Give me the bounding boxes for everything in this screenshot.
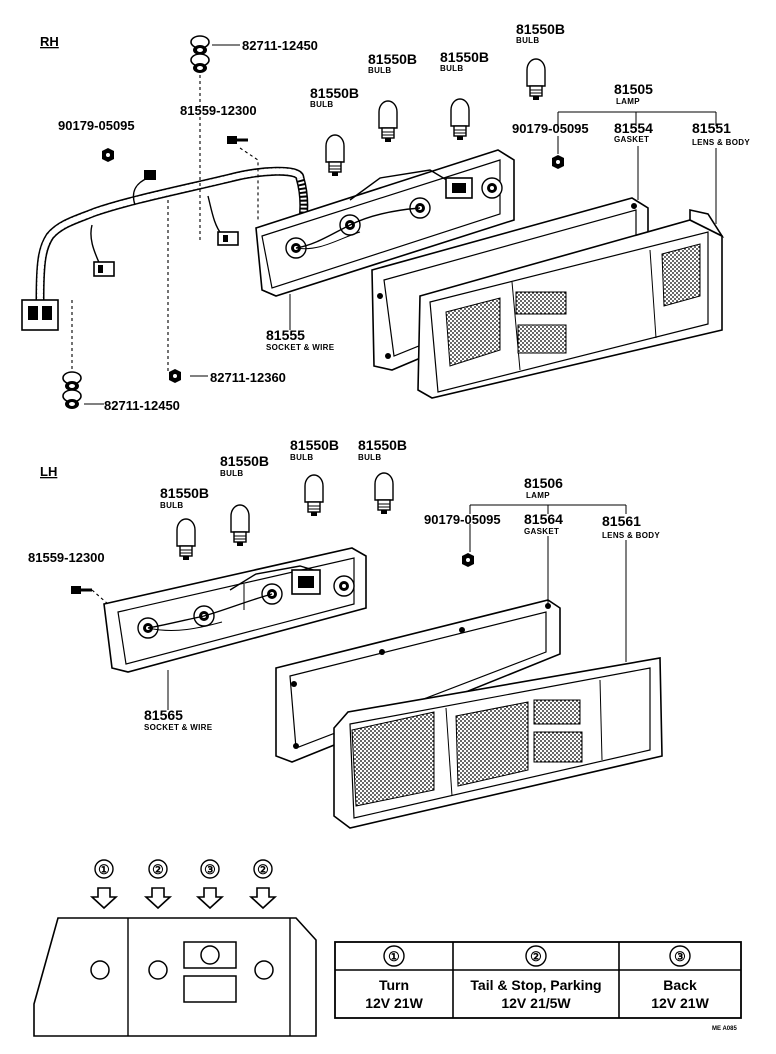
label-bulb-2: 81550B BULB	[368, 51, 417, 75]
svg-text:②: ②	[257, 862, 269, 877]
section-label-rh: RH	[40, 34, 59, 49]
svg-text:SOCKET & WIRE: SOCKET & WIRE	[266, 343, 335, 352]
svg-text:90179-05095: 90179-05095	[512, 121, 589, 136]
svg-text:LAMP: LAMP	[616, 97, 640, 106]
label-82711-12360: 82711-12360	[210, 370, 286, 385]
svg-text:90179-05095: 90179-05095	[424, 512, 501, 527]
svg-text:82711-12360: 82711-12360	[210, 370, 286, 385]
svg-text:81559-12300: 81559-12300	[180, 103, 257, 118]
label-bulb-4: 81550B BULB	[516, 21, 565, 45]
svg-text:12V 21W: 12V 21W	[651, 995, 709, 1011]
svg-text:90179-05095: 90179-05095	[58, 118, 135, 133]
label-bulb-1: 81550B BULB	[310, 85, 359, 109]
svg-text:81550B: 81550B	[160, 485, 209, 501]
label-81554: 81554 GASKET	[614, 120, 653, 144]
svg-text:81550B: 81550B	[310, 85, 359, 101]
legend-marker-3: ③	[197, 859, 223, 909]
table-col-back: ③ Back 12V 21W	[651, 945, 710, 1011]
table-col-turn: ① Turn 12V 21W	[365, 945, 424, 1011]
label-81564: 81564 GASKET	[524, 511, 563, 536]
svg-text:81550B: 81550B	[358, 437, 407, 453]
section-label-lh: LH	[40, 464, 57, 479]
label-90179-05095-rh: 90179-05095	[512, 121, 589, 136]
svg-text:②: ②	[152, 862, 164, 877]
label-lh-bulb-4: 81550B BULB	[358, 437, 407, 462]
svg-text:LENS & BODY: LENS & BODY	[602, 531, 660, 540]
label-90179-05095-lh: 90179-05095	[424, 512, 501, 527]
svg-text:LENS & BODY: LENS & BODY	[692, 138, 750, 147]
svg-text:①: ①	[388, 949, 400, 964]
label-81506: 81506 LAMP	[524, 475, 563, 500]
svg-text:GASKET: GASKET	[614, 135, 649, 144]
svg-text:81554: 81554	[614, 120, 653, 136]
svg-text:BULB: BULB	[358, 453, 381, 462]
label-81559-12300-lh: 81559-12300	[28, 550, 105, 565]
label-81559-12300-rh: 81559-12300	[180, 103, 257, 118]
svg-text:③: ③	[674, 949, 686, 964]
svg-text:BULB: BULB	[160, 501, 183, 510]
label-lh-bulb-3: 81550B BULB	[290, 437, 339, 462]
drawing-code: ME A085	[712, 1026, 737, 1032]
svg-text:81551: 81551	[692, 120, 731, 136]
svg-text:BULB: BULB	[310, 100, 333, 109]
label-lh-bulb-1: 81550B BULB	[160, 485, 209, 510]
svg-text:81550B: 81550B	[220, 453, 269, 469]
svg-text:Back: Back	[663, 977, 697, 993]
svg-text:12V 21W: 12V 21W	[365, 995, 423, 1011]
svg-text:81564: 81564	[524, 511, 563, 527]
label-81551: 81551 LENS & BODY	[692, 120, 750, 147]
svg-text:BULB: BULB	[220, 469, 243, 478]
label-81555: 81555 SOCKET & WIRE	[266, 327, 335, 352]
legend-marker-1: ①	[91, 859, 117, 909]
svg-text:Turn: Turn	[379, 977, 409, 993]
svg-text:SOCKET & WIRE: SOCKET & WIRE	[144, 723, 213, 732]
bulb-spec-table: ① Turn 12V 21W ② Tail & Stop, Parking 12…	[334, 941, 742, 1019]
label-81505: 81505 LAMP	[614, 81, 653, 106]
svg-text:81561: 81561	[602, 513, 641, 529]
table-col-tail-stop: ② Tail & Stop, Parking 12V 21/5W	[470, 945, 602, 1011]
legend-marker-2b: ②	[250, 859, 276, 909]
legend-lamp-front-view: ① ② ③ ②	[33, 859, 317, 1037]
legend-marker-2a: ②	[145, 859, 171, 909]
svg-text:BULB: BULB	[290, 453, 313, 462]
svg-text:12V 21/5W: 12V 21/5W	[501, 995, 571, 1011]
svg-text:③: ③	[204, 862, 216, 877]
lh-assembly	[69, 472, 663, 829]
label-82711-12450-top: 82711-12450	[242, 38, 318, 53]
rh-assembly	[21, 35, 725, 410]
svg-text:81559-12300: 81559-12300	[28, 550, 105, 565]
label-lh-bulb-2: 81550B BULB	[220, 453, 269, 478]
svg-text:81550B: 81550B	[290, 437, 339, 453]
svg-text:81550B: 81550B	[516, 21, 565, 37]
label-81561: 81561 LENS & BODY	[602, 513, 660, 540]
svg-text:81555: 81555	[266, 327, 305, 343]
label-82711-12450-bottom: 82711-12450	[104, 398, 180, 413]
label-bulb-3: 81550B BULB	[440, 49, 489, 73]
svg-text:81565: 81565	[144, 707, 183, 723]
svg-text:81506: 81506	[524, 475, 563, 491]
svg-text:82711-12450: 82711-12450	[242, 38, 318, 53]
svg-text:81550B: 81550B	[368, 51, 417, 67]
svg-text:81505: 81505	[614, 81, 653, 97]
svg-text:BULB: BULB	[368, 66, 391, 75]
label-81565: 81565 SOCKET & WIRE	[144, 707, 213, 732]
svg-text:②: ②	[530, 949, 542, 964]
svg-text:BULB: BULB	[440, 64, 463, 73]
svg-text:81550B: 81550B	[440, 49, 489, 65]
svg-text:Tail & Stop, Parking: Tail & Stop, Parking	[470, 977, 601, 993]
label-90179-05095-rh-left: 90179-05095	[58, 118, 135, 133]
svg-text:①: ①	[98, 862, 110, 877]
svg-text:LAMP: LAMP	[526, 491, 550, 500]
svg-text:82711-12450: 82711-12450	[104, 398, 180, 413]
svg-text:BULB: BULB	[516, 36, 539, 45]
svg-text:GASKET: GASKET	[524, 527, 559, 536]
